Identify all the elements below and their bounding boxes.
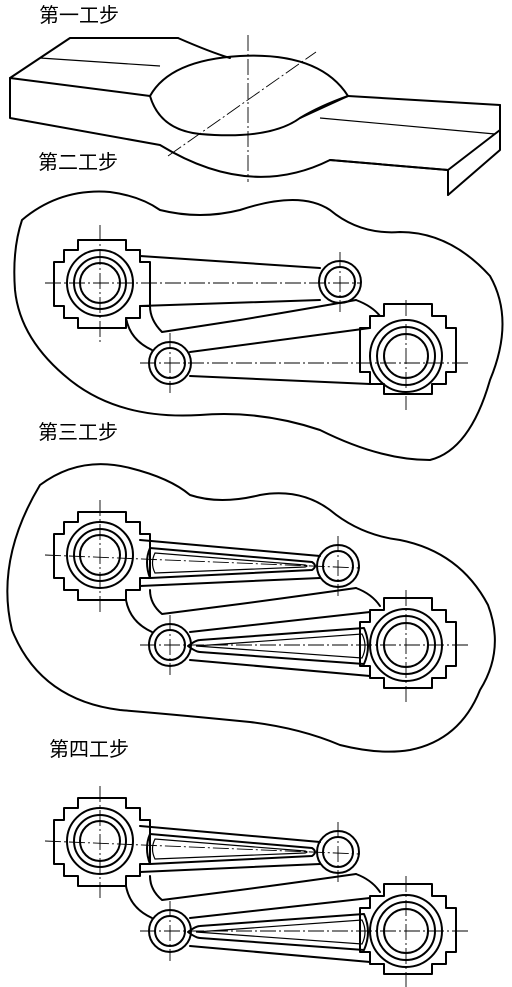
step3-label: 第三工步	[38, 420, 118, 444]
step3-forging	[6, 463, 496, 753]
step2-forging	[13, 190, 504, 461]
step4-forging	[44, 785, 471, 987]
step4-label: 第四工步	[49, 737, 129, 761]
step2-label: 第二工步	[38, 150, 118, 174]
step1-label: 第一工步	[39, 3, 119, 27]
step1-billet	[9, 35, 501, 196]
